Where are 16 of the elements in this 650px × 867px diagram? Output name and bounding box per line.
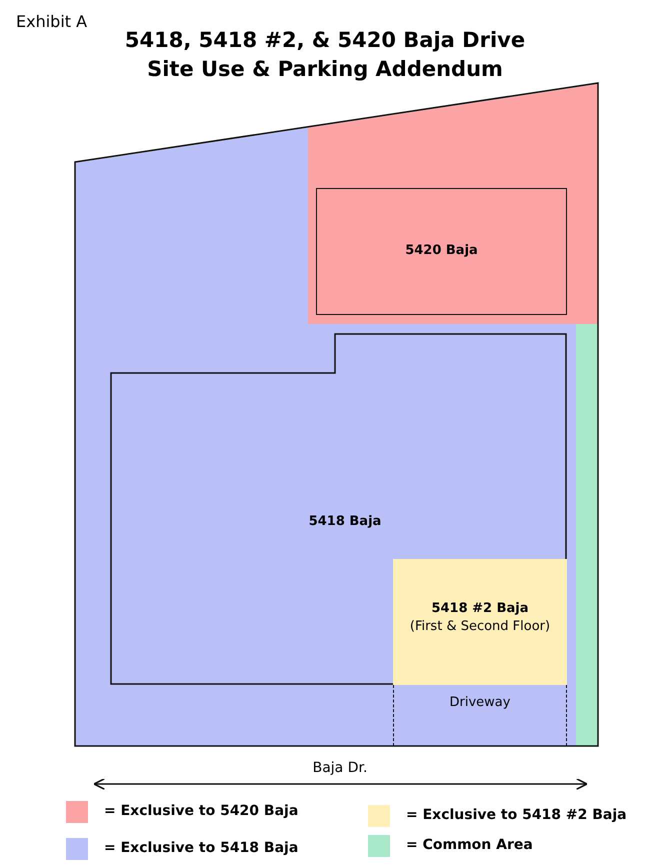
exhibit-label: Exhibit A bbox=[16, 12, 88, 31]
area-label: 5420 Baja bbox=[405, 242, 478, 260]
building-outline bbox=[316, 188, 567, 315]
unit-area bbox=[393, 559, 567, 685]
driveway-area bbox=[393, 685, 567, 746]
area-note: (First & Second Floor) bbox=[410, 618, 550, 636]
legend-text: = Exclusive to 5418 Baja bbox=[104, 840, 298, 856]
title: 5418, 5418 #2, & 5420 Baja Drive Site Use & Parking Addendum bbox=[124, 27, 526, 84]
legend-text: = Exclusive to 5420 Baja bbox=[104, 803, 298, 819]
area-label: 5418 #2 Baja bbox=[431, 600, 529, 618]
area-label: Driveway bbox=[450, 694, 510, 712]
legend-text: = Common Area bbox=[406, 837, 533, 853]
street-label: Baja Dr. bbox=[312, 760, 368, 776]
building-outline bbox=[110, 333, 567, 685]
legend-text: = Exclusive to 5418 #2 Baja bbox=[406, 807, 627, 823]
area-label: 5418 Baja bbox=[308, 513, 382, 531]
